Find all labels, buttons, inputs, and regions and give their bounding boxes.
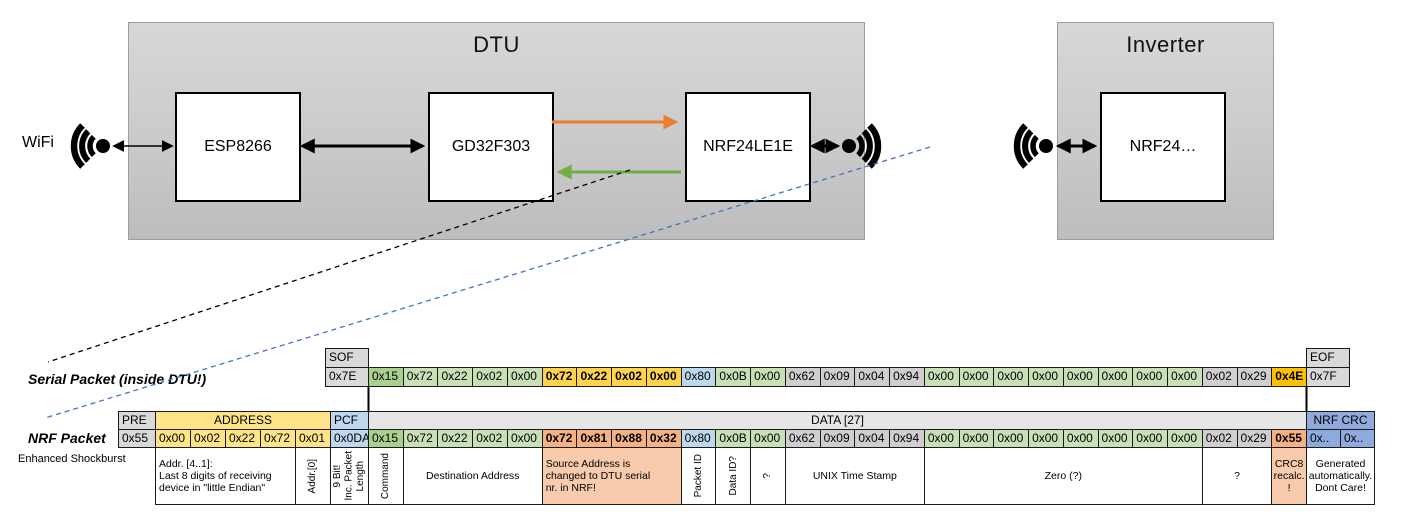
serial-byte-23: 0x00 [1167, 367, 1203, 387]
nrf-byte-34: 0x.. [1306, 429, 1341, 448]
nrf-annotation-9: UNIX Time Stamp [784, 447, 925, 505]
nrf-byte-26: 0x00 [1028, 429, 1064, 448]
inverter-nrf24-box: NRF24… [1100, 92, 1226, 202]
nrf-byte-7: 0x15 [368, 429, 404, 448]
nrf-header-pre: PRE [118, 411, 156, 430]
nrf-annotation-13: Generated automatically. Dont Care! [1306, 447, 1375, 505]
serial-byte-2: 0x22 [437, 367, 474, 387]
nrf-annotation-3: Command [368, 447, 404, 505]
nrf-byte-32: 0x29 [1236, 429, 1273, 448]
serial-byte-14: 0x04 [854, 367, 891, 387]
nrf-annotation-2-text: 9 Bit! Inc. Packet Length [332, 451, 367, 501]
nrf-byte-5: 0x01 [295, 429, 331, 448]
serial-byte-10: 0x0B [715, 367, 752, 387]
nrf-byte-12: 0x72 [541, 429, 578, 448]
serial-byte-18: 0x00 [993, 367, 1030, 387]
serial-byte-26: 0x4E [1271, 367, 1307, 387]
serial-byte-1: 0x72 [402, 367, 439, 387]
nrf-byte-8: 0x72 [402, 429, 439, 448]
nrf-header-pcf: PCF [330, 411, 369, 430]
serial-eof-value: 0x7F [1306, 367, 1350, 387]
nrf-annotation-12: CRC8 recalc. ! [1271, 447, 1307, 505]
nrf-byte-1: 0x00 [155, 429, 191, 448]
serial-byte-17: 0x00 [958, 367, 995, 387]
nrf-annotation-3-text: Command [380, 452, 392, 500]
nrf-byte-27: 0x00 [1062, 429, 1099, 448]
nrf-byte-21: 0x04 [854, 429, 891, 448]
serial-byte-19: 0x00 [1028, 367, 1064, 387]
nrf-byte-0: 0x55 [118, 429, 156, 448]
nrf-byte-22: 0x94 [889, 429, 925, 448]
nrf-byte-3: 0x22 [225, 429, 261, 448]
serial-byte-13: 0x09 [819, 367, 856, 387]
nrf-byte-14: 0x88 [611, 429, 647, 448]
nrf-byte-9: 0x22 [437, 429, 474, 448]
nrf-header-address: ADDRESS [155, 411, 331, 430]
serial-byte-11: 0x00 [750, 367, 786, 387]
serial-byte-3: 0x02 [472, 367, 508, 387]
serial-byte-12: 0x62 [784, 367, 821, 387]
nrf-annotation-6-text: Packet ID [692, 454, 704, 498]
nrf-annotation-11: ? [1201, 447, 1273, 505]
nrf-byte-19: 0x62 [784, 429, 821, 448]
nrf-annotation-7: Data ID? [715, 447, 752, 505]
serial-byte-15: 0x94 [889, 367, 925, 387]
nrf-annotation-8: ? [750, 447, 786, 505]
serial-byte-7: 0x02 [611, 367, 647, 387]
nrf-header-nrf-crc: NRF CRC [1306, 411, 1375, 430]
nrf-byte-10: 0x02 [472, 429, 508, 448]
nrf-byte-20: 0x09 [819, 429, 856, 448]
nrf-annotation-2: 9 Bit! Inc. Packet Length [330, 447, 369, 505]
nrf-annotation-5: Source Address is changed to DTU serial … [541, 447, 682, 505]
nrf-byte-23: 0x00 [923, 429, 960, 448]
nrf-byte-18: 0x00 [750, 429, 786, 448]
nrf-annotation-8-text: ? [762, 473, 774, 479]
nrf-packet-sublabel: Enhanced Shockburst [18, 453, 126, 465]
nrf-annotation-10: Zero (?) [923, 447, 1203, 505]
nrf-byte-35: 0x.. [1340, 429, 1375, 448]
serial-byte-20: 0x00 [1062, 367, 1099, 387]
nrf-annotation-6: Packet ID [680, 447, 717, 505]
nrf-byte-31: 0x02 [1201, 429, 1238, 448]
serial-byte-4: 0x00 [506, 367, 543, 387]
nrf-byte-15: 0x32 [645, 429, 682, 448]
serial-byte-16: 0x00 [923, 367, 960, 387]
serial-byte-24: 0x02 [1201, 367, 1238, 387]
nrf-byte-17: 0x0B [715, 429, 752, 448]
nrf-byte-33: 0x55 [1271, 429, 1307, 448]
nrf-byte-6: 0x0DA [330, 429, 369, 448]
dtu-title: DTU [473, 32, 520, 57]
serial-packet-label: Serial Packet (inside DTU!) [28, 371, 207, 387]
serial-sof-header: SOF [325, 348, 369, 368]
serial-byte-5: 0x72 [541, 367, 578, 387]
serial-byte-8: 0x00 [645, 367, 682, 387]
serial-byte-9: 0x80 [680, 367, 717, 387]
serial-eof-header: EOF [1306, 348, 1350, 368]
nrf-annotation-1-text: Addr.[0] [307, 458, 319, 494]
inverter-title: Inverter [1126, 32, 1205, 57]
nrf-byte-25: 0x00 [993, 429, 1030, 448]
nrf-byte-2: 0x02 [190, 429, 226, 448]
nrf-byte-11: 0x00 [506, 429, 543, 448]
nrf-byte-4: 0x72 [260, 429, 296, 448]
serial-sof-value: 0x7E [325, 367, 369, 387]
nrf-packet-label: NRF Packet [28, 430, 106, 446]
nrf-byte-13: 0x81 [576, 429, 613, 448]
nrf-byte-30: 0x00 [1167, 429, 1203, 448]
nrf-annotation-0: Addr. [4..1]: Last 8 digits of receiving… [155, 447, 296, 505]
nrf-byte-16: 0x80 [680, 429, 717, 448]
nrf-annotation-7-text: Data ID? [727, 456, 739, 496]
nrf-byte-29: 0x00 [1132, 429, 1169, 448]
nrf-annotation-4: Destination Address [402, 447, 543, 505]
nrf-header-data-27-: DATA [27] [368, 411, 1307, 430]
serial-byte-6: 0x22 [576, 367, 613, 387]
nrf-byte-24: 0x00 [958, 429, 995, 448]
nrf-byte-28: 0x00 [1097, 429, 1134, 448]
serial-byte-22: 0x00 [1132, 367, 1169, 387]
serial-byte-0: 0x15 [368, 367, 404, 387]
nrf-annotation-1: Addr.[0] [295, 447, 331, 505]
serial-byte-21: 0x00 [1097, 367, 1134, 387]
serial-byte-25: 0x29 [1236, 367, 1273, 387]
